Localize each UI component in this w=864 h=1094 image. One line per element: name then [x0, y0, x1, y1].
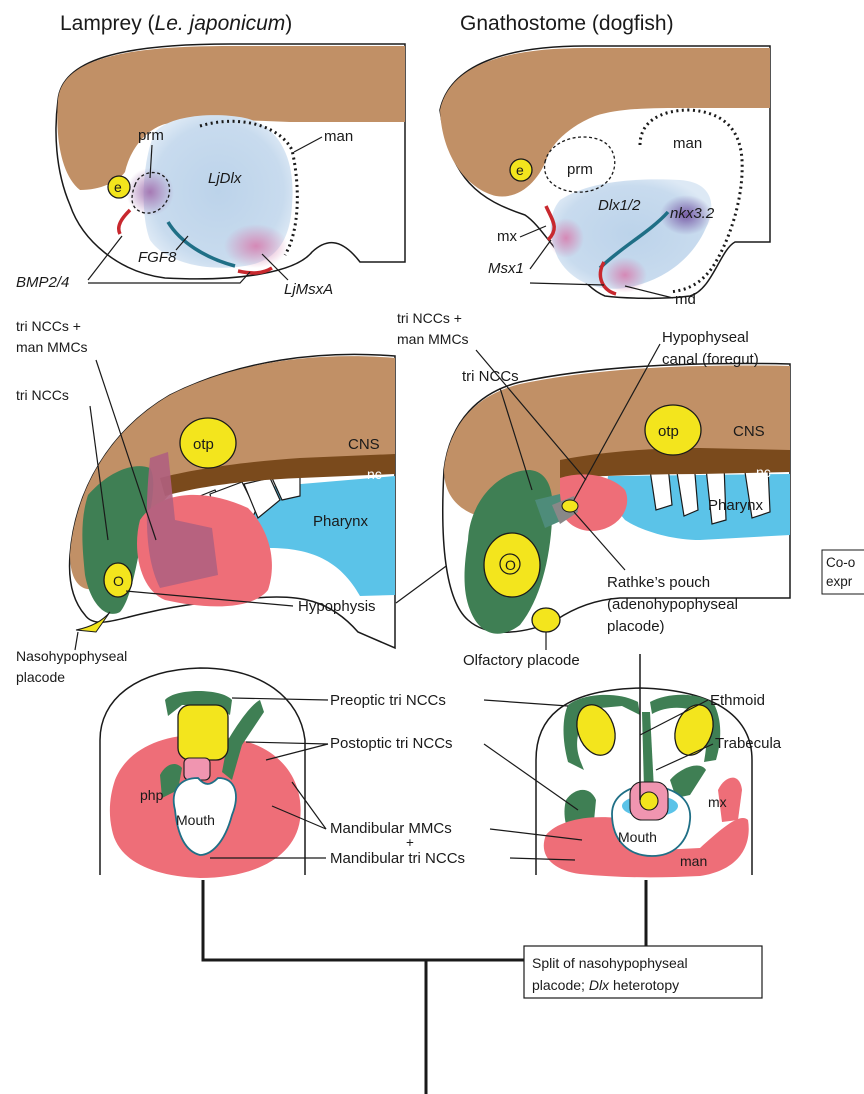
label-tri-right: tri NCCs [462, 368, 519, 385]
label-tri-left: tri NCCs [16, 387, 69, 403]
label-tri-man-right-2: man MMCs [397, 331, 469, 347]
label-mand-mmc: Mandibular MMCs [330, 820, 452, 837]
lamprey-frontal-panel: php Mouth [100, 668, 305, 878]
label-mand-tri: Mandibular tri NCCs [330, 850, 465, 867]
split-box-line2: placode; Dlx heterotopy [532, 977, 679, 993]
label-tri-man-left-2: man MMCs [16, 339, 88, 355]
label-cns-right: CNS [733, 423, 765, 440]
label-nc-right: nc [756, 464, 771, 480]
label-ethmoid: Ethmoid [710, 692, 765, 709]
label-tri-man-left-1: tri NCCs + [16, 318, 81, 334]
label-rathke-2: (adenohypophyseal [607, 596, 738, 613]
dogfish-frontal-panel: Mouth mx man [536, 688, 752, 877]
label-fgf8: FGF8 [138, 249, 177, 266]
label-trabecula: Trabecula [715, 735, 782, 752]
label-pharynx-right: Pharynx [708, 497, 764, 514]
label-nkx3-2: nkx3.2 [670, 205, 715, 222]
label-cns-left: CNS [348, 436, 380, 453]
olfactory-placode-right [532, 608, 560, 632]
label-man-bottom: man [680, 853, 707, 869]
label-preoptic: Preoptic tri NCCs [330, 692, 446, 709]
label-ljdlx: LjDlx [208, 170, 242, 187]
label-naso-1: Nasohypophyseal [16, 648, 127, 664]
label-plus: + [406, 835, 414, 850]
label-hypophysis: Hypophysis [298, 598, 376, 615]
label-prm-right: prm [567, 161, 593, 178]
label-e-right: e [516, 162, 524, 178]
label-olfactory: Olfactory placode [463, 652, 580, 669]
label-postoptic: Postoptic tri NCCs [330, 735, 453, 752]
label-e-left: e [114, 179, 122, 195]
label-msx1: Msx1 [488, 260, 524, 277]
nasohypophyseal-placode-frontal [178, 705, 228, 760]
dogfish-embryo-panel: tri NCCs + man MMCs Hypophyseal canal (f… [397, 310, 790, 669]
label-tri-man-right-1: tri NCCs + [397, 310, 462, 326]
label-pharynx-left: Pharynx [313, 513, 369, 530]
side-box-line1: Co-o [826, 555, 855, 570]
split-box-line1: Split of nasohypophyseal [532, 955, 688, 971]
label-md: md [675, 291, 696, 308]
label-rathke-1: Rathke’s pouch [607, 574, 710, 591]
label-otp-left: otp [193, 436, 214, 453]
label-mouth-right: Mouth [618, 829, 657, 845]
dogfish-head-panel: e prm man nkx3.2 Dlx1/2 mx Msx1 md [440, 46, 770, 308]
label-bmp2-4: BMP2/4 [16, 274, 69, 291]
label-hypo-canal-2: canal (foregut) [662, 351, 759, 368]
label-dlx1-2: Dlx1/2 [598, 197, 641, 214]
label-o-right: O [505, 557, 516, 573]
label-hypo-canal-1: Hypophyseal [662, 329, 749, 346]
label-mx-bottom: mx [708, 794, 727, 810]
label-mx-right: mx [497, 228, 517, 245]
label-nc-left: nc [367, 466, 382, 482]
phylogeny-tree: Split of nasohypophyseal placode; Dlx he… [203, 880, 762, 1094]
label-mouth-left: Mouth [176, 812, 215, 828]
label-php: php [140, 787, 164, 803]
label-o-left: O [113, 573, 124, 589]
label-prm-left: prm [138, 127, 164, 144]
label-otp-right: otp [658, 423, 679, 440]
title-lamprey: Lamprey (Le. japonicum) [60, 12, 292, 35]
label-naso-2: placode [16, 669, 65, 685]
coexpression-box: Co-o expr [822, 550, 864, 594]
label-rathke-3: placode) [607, 618, 665, 635]
side-box-line2: expr [826, 574, 853, 589]
label-man-right: man [673, 135, 702, 152]
label-ljmsxa: LjMsxA [284, 281, 333, 298]
label-man-left: man [324, 128, 353, 145]
title-gnathostome: Gnathostome (dogfish) [460, 12, 674, 35]
lamprey-head-panel: e prm man LjDlx FGF8 BMP2/4 LjMsxA [16, 44, 405, 298]
